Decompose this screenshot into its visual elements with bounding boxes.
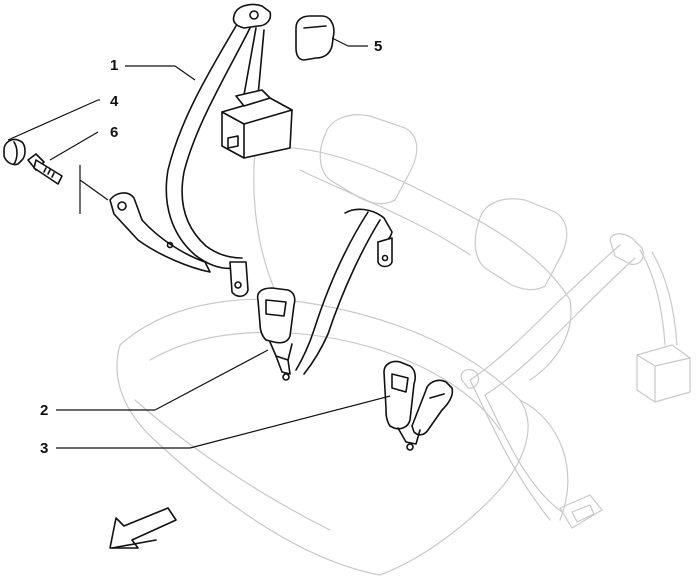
- callout-1: 1: [110, 57, 118, 74]
- part-2-buckle-left: [256, 208, 393, 381]
- callout-4: 4: [110, 93, 119, 110]
- arrow-icon: [109, 507, 177, 549]
- part-1-retractor-belt: [109, 3, 293, 298]
- part-5-cover: [295, 15, 335, 61]
- callout-2: 2: [40, 402, 48, 419]
- callout-5: 5: [374, 38, 382, 55]
- callout-6: 6: [110, 124, 118, 141]
- rear-seat-outline: [116, 114, 572, 576]
- right-belt-outline: [460, 233, 691, 529]
- part-4-cap: [3, 138, 26, 166]
- leader-lines: [7, 37, 391, 449]
- callout-3: 3: [40, 440, 48, 457]
- part-6-bolt: [27, 153, 63, 185]
- part-3-buckle-right: [383, 360, 454, 451]
